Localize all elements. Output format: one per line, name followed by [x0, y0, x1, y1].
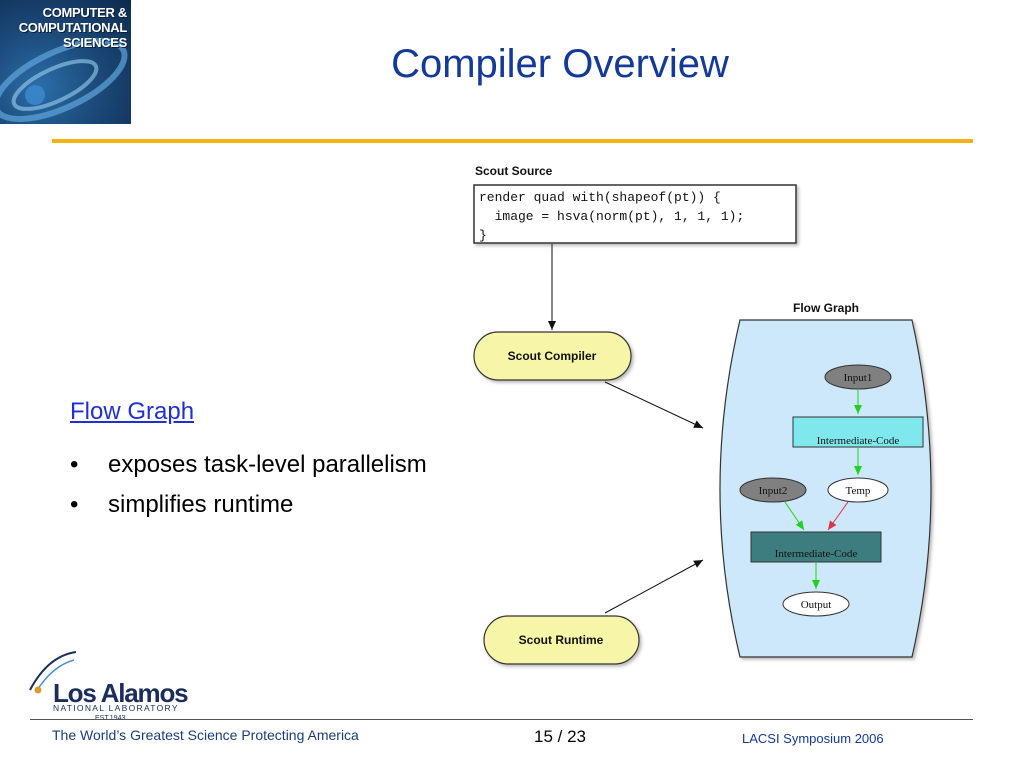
footer-divider: [30, 719, 973, 720]
compiler-to-flowgraph-arrow: [604, 381, 704, 429]
bullet-dot-icon: •: [70, 491, 79, 518]
page-number: 15 / 23: [534, 727, 586, 746]
output-node: [782, 591, 850, 617]
ccs-logo-swirl: [0, 38, 128, 122]
temp-label: Temp: [846, 485, 871, 497]
scout-compiler-node: [473, 331, 632, 381]
event-name: LACSI Symposium 2006: [742, 731, 884, 746]
compiler-diagram: Scout Source render quad with(shapeof(pt…: [473, 164, 932, 665]
code-line: image = hsva(norm(pt), 1, 1, 1);: [479, 209, 744, 224]
lanl-wordmark: Los Alamos: [53, 678, 189, 708]
input2-to-ic2-arrow: [784, 501, 805, 531]
scout-source-label: Scout Source: [475, 164, 553, 178]
code-line: }: [479, 228, 487, 243]
lanl-logo-mark: [29, 651, 77, 694]
scout-runtime-label: Scout Runtime: [519, 633, 604, 647]
temp-to-ic2-arrow: [827, 501, 849, 531]
input2-node: [739, 477, 807, 503]
slide-title: Compiler Overview: [391, 42, 729, 86]
intermediate-code-2-label: Intermediate-Code: [775, 548, 858, 560]
intermediate-code-1-node: [792, 416, 924, 448]
logo-line-1: COMPUTER &: [42, 5, 128, 20]
intermediate-code-2-node: [750, 531, 882, 563]
input1-label: Input1: [844, 372, 873, 384]
logo-line-3: SCIENCES: [62, 35, 127, 50]
lanl-subtitle: NATIONAL LABORATORY: [53, 703, 179, 713]
temp-node: [827, 477, 889, 503]
lanl-established: EST.1943: [95, 715, 125, 722]
footer-tagline: The World’s Greatest Science Protecting …: [52, 727, 359, 743]
input2-label: Input2: [759, 485, 788, 497]
bullet-text: simplifies runtime: [108, 491, 294, 518]
scout-source-box: [473, 184, 797, 244]
bullet-text: exposes task-level parallelism: [108, 451, 427, 478]
scout-runtime-node: [483, 615, 640, 665]
title-divider: [52, 139, 973, 143]
logo-line-2: COMPUTATIONAL: [18, 20, 128, 35]
flow-graph-label: Flow Graph: [793, 301, 859, 315]
output-label: Output: [801, 599, 832, 611]
bullet-item: • exposes task-level parallelism: [70, 451, 427, 479]
ccs-logo: COMPUTER & COMPUTATIONAL SCIENCES: [0, 0, 131, 124]
input1-node: [824, 364, 892, 390]
scout-compiler-label: Scout Compiler: [508, 349, 597, 363]
flow-graph-container: [719, 319, 932, 658]
intermediate-code-1-label: Intermediate-Code: [817, 435, 900, 447]
flow-graph-link[interactable]: Flow Graph: [70, 398, 195, 425]
bullet-item: • simplifies runtime: [70, 491, 293, 519]
code-line: render quad with(shapeof(pt)) {: [479, 190, 721, 205]
bullet-dot-icon: •: [70, 451, 79, 478]
runtime-to-flowgraph-arrow: [604, 559, 704, 614]
